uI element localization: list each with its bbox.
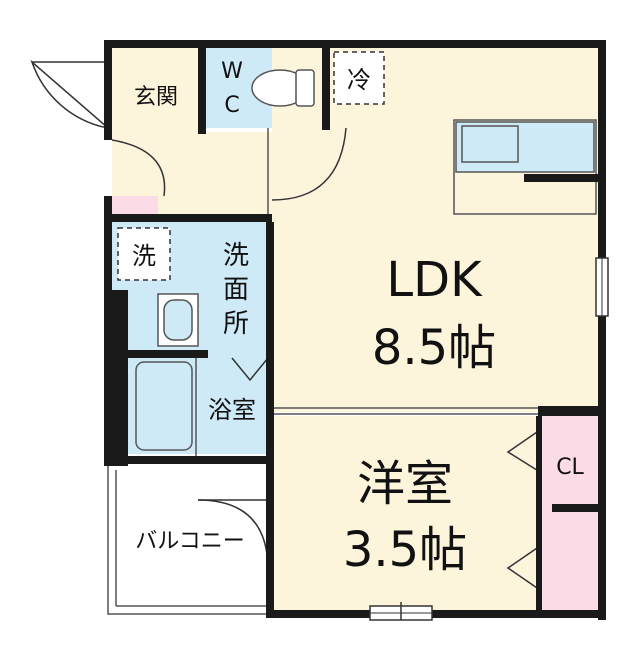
wall-senmen-right <box>266 222 274 466</box>
senmenjo-label-1: 洗 <box>223 241 249 271</box>
kitchen-counter <box>453 119 597 215</box>
wall-hall <box>112 214 272 222</box>
toilet <box>251 69 315 107</box>
washbasin <box>157 293 199 347</box>
genkan-floor <box>112 46 204 132</box>
bath-label: 浴室 <box>208 396 256 424</box>
ldk-size-label: 8.5帖 <box>372 320 496 376</box>
senmenjo-label-3: 所 <box>223 309 249 339</box>
wall-balcony-top <box>104 456 274 464</box>
wall-closet-shelf <box>552 504 604 512</box>
wall-closet-left <box>536 416 542 612</box>
closet-door-bottom <box>506 545 541 591</box>
toilet-tank <box>295 69 315 107</box>
wall-bath-top <box>128 350 208 358</box>
balcony-label: バルコニー <box>135 529 245 554</box>
wall-left-upper <box>104 40 112 140</box>
sink-basin <box>461 125 519 163</box>
bathtub <box>135 361 193 451</box>
washer-space <box>117 227 171 281</box>
western-size-label: 3.5帖 <box>343 522 467 578</box>
fridge-label: 冷 <box>347 66 371 94</box>
fridge-space <box>333 51 385 105</box>
hall-door-swing <box>111 139 166 197</box>
balcony-floor <box>108 462 272 614</box>
kitchen-sink <box>455 121 595 173</box>
wall-kitchen-end <box>524 174 604 182</box>
closet-floor <box>542 416 598 612</box>
wc-label-c: C <box>224 93 239 118</box>
western-floor <box>272 416 540 612</box>
western-name-label: 洋室 <box>357 456 453 512</box>
closet-label: CL <box>556 455 584 480</box>
wall-divider-ldk <box>538 406 604 416</box>
bath-door-v <box>231 357 269 382</box>
walls <box>104 40 606 620</box>
genkan-label: 玄関 <box>134 85 178 110</box>
entrance-door-swing <box>30 59 109 129</box>
wall-western-left <box>266 412 274 618</box>
wall-left-core <box>104 290 128 466</box>
shoe-box <box>112 196 158 216</box>
wall-wc-right <box>322 40 330 130</box>
wall-bottom <box>268 610 606 618</box>
closet-door-top <box>506 429 541 473</box>
washer-label: 洗 <box>132 242 156 270</box>
senmenjo-label-2: 面 <box>223 275 249 305</box>
wall-genkan-right <box>198 40 206 134</box>
wall-right <box>598 40 606 620</box>
ldk-name-label: LDK <box>386 252 483 308</box>
wall-top <box>104 40 604 48</box>
wc-label-w: W <box>221 59 243 84</box>
ldk-door-swing <box>271 127 347 201</box>
washbasin-bowl <box>163 299 193 341</box>
room-labels: 玄関 W C 冷 洗 洗 面 所 浴室 LDK 8.5帖 洋室 3.5帖 CL … <box>132 59 585 578</box>
windows <box>369 257 609 621</box>
